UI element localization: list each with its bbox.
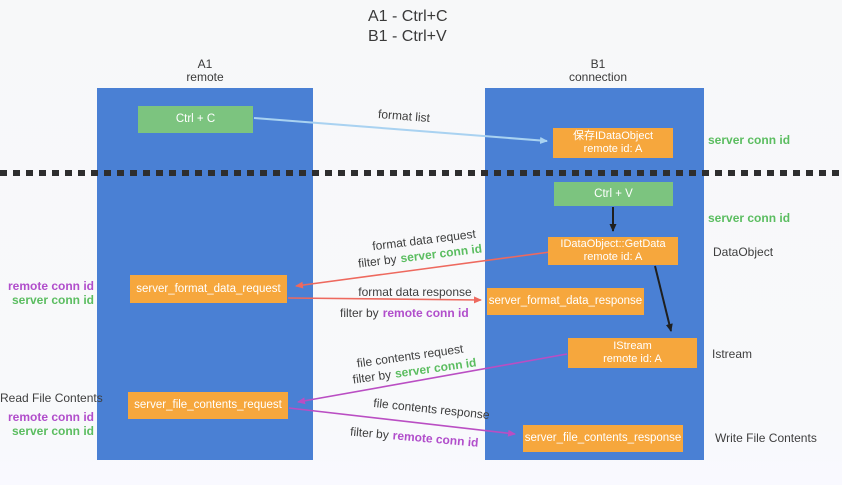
node-ctrl-v: Ctrl + V [554,182,673,206]
file-request-label: server_file_contents_request [134,399,282,411]
node-idataobject-getdata: IDataObject::GetData remote id: A [548,237,678,265]
ctrl-c-label: Ctrl + C [175,113,216,125]
label-dataobject: DataObject [713,245,774,259]
file-response-label: server_file_contents_response [524,432,682,444]
istream-line1: IStream [613,340,652,352]
arrow-getdata-to-istream [654,265,673,332]
lane-header-left: A1 remote [145,58,265,84]
dotted-separator [0,170,842,176]
lane-right-role: connection [568,70,628,84]
remote-conn-id-label: remote conn id [7,410,94,424]
arrow-file-contents-request [297,353,568,405]
label-read-file-contents: Read File Contents [0,391,103,405]
arrow-format-data-response [287,296,482,304]
label-format-data-response: format data response [358,285,472,299]
getdata-line1: IDataObject::GetData [560,238,666,250]
format-request-label: server_format_data_request [136,282,281,295]
label-conn-ids-left-1: remote conn id server conn id [0,279,94,307]
arrow-format-list [253,117,548,144]
lane-right-id: B1 [590,57,606,71]
ctrl-v-label: Ctrl + V [594,187,633,200]
remote-conn-id-text: remote conn id [382,306,469,320]
lane-left-role: remote [186,70,224,84]
arrow-format-data-request [295,251,551,289]
filter-by-text: filter by [340,306,379,320]
arrow-file-contents-response [288,407,516,437]
diagram-title: A1 - Ctrl+C B1 - Ctrl+V [368,7,448,47]
save-idataobject-line1: 保存IDataObject [572,130,654,142]
remote-conn-id-label: remote conn id [7,279,94,293]
label-server-conn-id-right-top: server conn id [708,133,791,147]
node-server-format-data-response: server_format_data_response [487,288,644,315]
node-save-idataobject: 保存IDataObject remote id: A [553,128,673,158]
label-server-conn-id-right-mid: server conn id [708,211,791,225]
title-line-1: A1 - Ctrl+C [368,8,448,25]
label-istream: Istream [712,347,753,361]
lane-left-id: A1 [197,57,213,71]
format-response-label: server_format_data_response [488,295,643,307]
node-server-format-data-request: server_format_data_request [130,275,287,303]
node-server-file-contents-request: server_file_contents_request [128,392,288,419]
node-server-file-contents-response: server_file_contents_response [523,425,683,452]
server-conn-id-label: server conn id [11,293,94,307]
label-conn-ids-left-2: remote conn id server conn id [0,410,94,438]
save-idataobject-line2: remote id: A [583,143,643,155]
getdata-line2: remote id: A [583,251,643,263]
node-istream: IStream remote id: A [568,338,697,368]
istream-line2: remote id: A [603,353,662,365]
server-conn-id-label: server conn id [11,424,94,438]
lane-header-right: B1 connection [538,58,658,84]
title-line-2: B1 - Ctrl+V [368,28,447,45]
node-ctrl-c: Ctrl + C [138,106,253,133]
label-write-file-contents: Write File Contents [715,431,817,445]
